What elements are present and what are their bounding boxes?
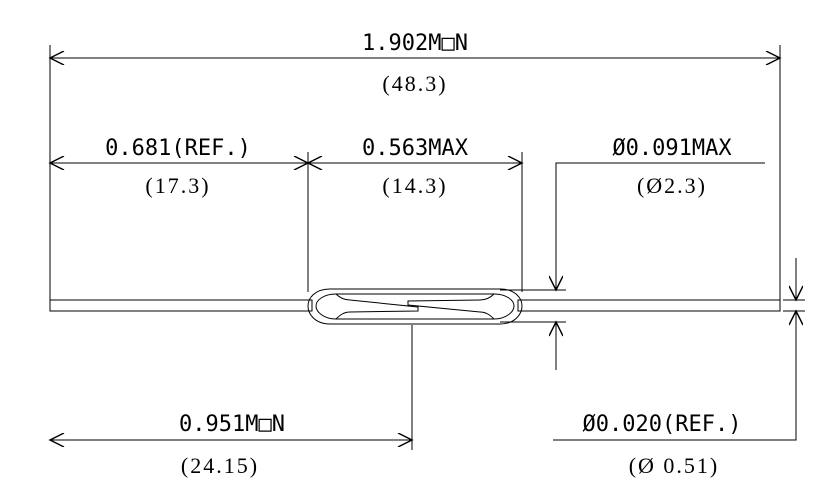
left-lead bbox=[49, 299, 313, 312]
overlap-position-mm: (24.15) bbox=[181, 453, 259, 478]
glass-envelope-outer bbox=[307, 288, 523, 325]
glass-diameter-mm: (Ø2.3) bbox=[637, 173, 707, 198]
extension-lines bbox=[49, 45, 805, 450]
left-lead-mm: (17.3) bbox=[145, 173, 210, 198]
overall-length-mm: (48.3) bbox=[382, 71, 447, 96]
glass-length-mm: (14.3) bbox=[382, 173, 447, 198]
right-reed bbox=[407, 299, 481, 313]
overall-length-inch: 1.902M□N bbox=[362, 31, 468, 56]
dimension-labels: 1.902M□N (48.3) 0.681(REF.) (17.3) 0.563… bbox=[105, 31, 741, 478]
left-reed bbox=[349, 299, 419, 313]
overlap-position-inch: 0.951M□N bbox=[179, 412, 285, 437]
glass-diameter-inch: Ø0.091MAX bbox=[612, 136, 732, 161]
glass-length-inch: 0.563MAX bbox=[362, 136, 469, 161]
left-lead-inch: 0.681(REF.) bbox=[105, 136, 251, 161]
right-lead bbox=[517, 299, 781, 312]
lead-diameter-inch: Ø0.020(REF.) bbox=[583, 412, 742, 437]
reed-switch-body bbox=[49, 288, 781, 325]
dimension-lines bbox=[50, 58, 796, 440]
lead-diameter-mm: (Ø 0.51) bbox=[629, 453, 720, 478]
